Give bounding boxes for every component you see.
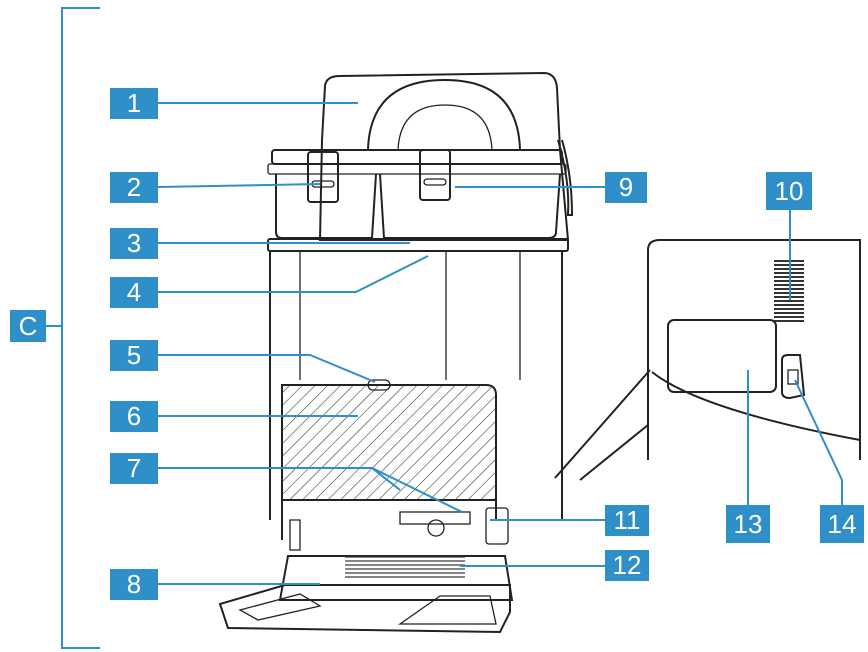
svg-text:7: 7 (127, 453, 141, 483)
callout-9: 9 (605, 172, 647, 203)
callout-4: 4 (110, 277, 158, 308)
callout-2: 2 (110, 172, 158, 203)
svg-text:9: 9 (619, 172, 633, 202)
callout-14: 14 (820, 505, 864, 543)
svg-text:6: 6 (127, 401, 141, 431)
callout-7: 7 (110, 453, 158, 484)
callout-3: 3 (110, 228, 158, 259)
latch-right (419, 149, 451, 201)
svg-text:4: 4 (127, 277, 141, 307)
callout-5: 5 (110, 340, 158, 371)
label-c: C (10, 310, 46, 342)
callout-13: 13 (726, 505, 770, 543)
callout-10: 10 (766, 172, 812, 210)
svg-text:10: 10 (775, 176, 804, 206)
svg-text:14: 14 (828, 509, 857, 539)
station-body (218, 71, 574, 634)
svg-text:11: 11 (614, 505, 641, 535)
svg-text:3: 3 (127, 228, 141, 258)
callout-11: 11 (605, 505, 649, 536)
svg-text:1: 1 (127, 88, 141, 118)
label-c-text: C (19, 311, 38, 341)
clean-water-tank (318, 71, 570, 241)
power-socket (781, 354, 806, 400)
ramp (218, 584, 511, 634)
svg-text:12: 12 (613, 550, 642, 580)
leader-lines (157, 102, 843, 585)
callout-6: 6 (110, 401, 158, 432)
callout-8: 8 (110, 569, 158, 600)
svg-text:13: 13 (734, 509, 763, 539)
latch-left (307, 151, 339, 203)
svg-text:5: 5 (127, 340, 141, 370)
callout-12: 12 (605, 550, 649, 581)
inset-detail (554, 239, 861, 481)
svg-text:2: 2 (127, 172, 141, 202)
callout-1: 1 (110, 88, 158, 119)
group-bracket (45, 7, 100, 649)
handle-recess (667, 319, 777, 393)
svg-text:8: 8 (127, 569, 141, 599)
